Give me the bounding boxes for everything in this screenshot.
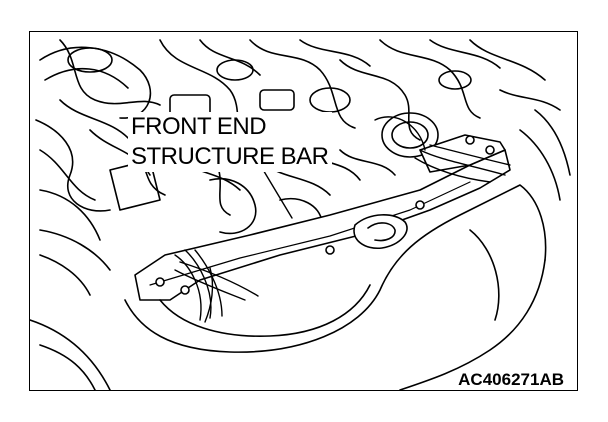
front-end-structure-bar — [134, 134, 511, 301]
callout-line-1: FRONT END — [131, 113, 267, 140]
leader-line — [261, 167, 293, 219]
figure-id: AC406271AB — [456, 370, 566, 390]
bumper — [30, 184, 547, 390]
tie-cords — [174, 116, 511, 323]
callout-label: FRONT END STRUCTURE BAR — [128, 112, 332, 172]
callout-line-2: STRUCTURE BAR — [131, 143, 329, 170]
